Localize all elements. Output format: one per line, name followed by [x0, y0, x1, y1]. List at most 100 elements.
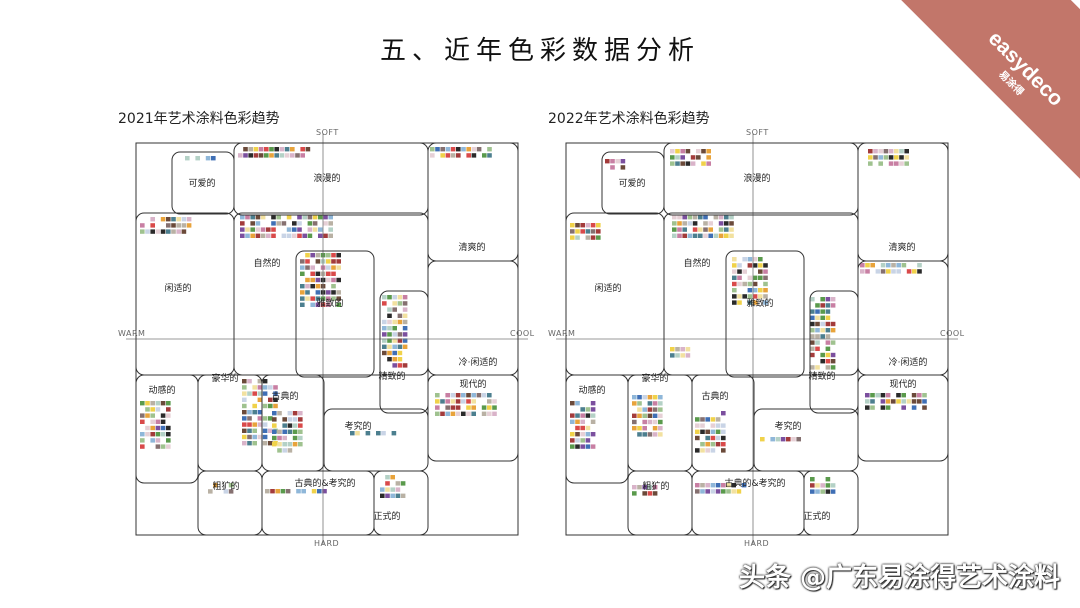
- color-swatch: [176, 217, 181, 222]
- color-swatch: [382, 301, 387, 306]
- color-swatch: [471, 147, 477, 152]
- color-swatch: [397, 319, 403, 325]
- color-swatch: [682, 215, 687, 220]
- color-swatch: [695, 448, 700, 453]
- color-swatch: [901, 399, 906, 404]
- color-swatch: [810, 309, 815, 314]
- color-swatch: [376, 431, 381, 436]
- color-swatch: [331, 284, 336, 289]
- color-swatch: [140, 223, 145, 228]
- color-swatch: [350, 431, 355, 436]
- color-swatch: [886, 263, 891, 268]
- region-label: 闲适的: [594, 282, 621, 294]
- color-swatch: [708, 227, 713, 232]
- color-swatch: [395, 481, 401, 486]
- color-swatch: [758, 294, 763, 299]
- color-swatch: [492, 411, 497, 416]
- color-swatch: [456, 153, 461, 158]
- color-swatch: [307, 221, 313, 226]
- color-swatch: [380, 487, 385, 492]
- region-label: 动感的: [578, 384, 605, 396]
- color-swatch: [397, 344, 403, 349]
- color-swatch: [387, 332, 392, 337]
- color-swatch: [150, 419, 155, 424]
- color-swatch: [282, 423, 287, 428]
- color-swatch: [435, 405, 440, 410]
- color-swatch: [208, 489, 213, 494]
- color-swatch: [830, 359, 836, 364]
- color-swatch: [672, 215, 677, 220]
- color-swatch: [310, 277, 315, 283]
- color-swatch: [912, 269, 917, 274]
- color-swatch: [713, 215, 719, 220]
- color-swatch: [140, 438, 145, 443]
- color-swatch: [257, 385, 263, 390]
- color-swatch: [271, 215, 276, 220]
- color-swatch: [590, 413, 596, 418]
- color-swatch: [305, 259, 310, 264]
- color-swatch: [690, 161, 696, 166]
- color-swatch: [830, 328, 836, 333]
- color-swatch: [274, 147, 279, 152]
- color-swatch: [906, 399, 912, 404]
- color-swatch: [870, 393, 875, 398]
- page-title: 五、近年色彩数据分析: [379, 36, 700, 66]
- color-swatch: [155, 444, 161, 449]
- color-swatch: [310, 284, 315, 289]
- color-swatch: [658, 401, 663, 406]
- color-swatch: [632, 419, 637, 425]
- color-swatch: [331, 296, 336, 301]
- color-swatch: [292, 411, 298, 416]
- color-swatch: [258, 153, 264, 158]
- color-swatch: [450, 147, 456, 152]
- color-swatch: [590, 444, 596, 449]
- color-swatch: [317, 489, 322, 494]
- region-label: 考究的: [774, 420, 801, 432]
- color-swatch: [580, 444, 585, 449]
- region-label: 清爽的: [888, 241, 915, 253]
- color-swatch: [585, 444, 591, 449]
- color-swatch: [729, 221, 734, 226]
- color-swatch: [242, 391, 247, 396]
- color-swatch: [445, 393, 450, 398]
- color-swatch: [150, 401, 155, 406]
- color-swatch: [445, 399, 450, 404]
- color-swatch: [155, 229, 161, 234]
- region-label: 现代的: [459, 378, 486, 390]
- color-swatch: [277, 442, 282, 447]
- color-swatch: [820, 309, 825, 314]
- color-swatch: [211, 156, 216, 161]
- color-swatch: [242, 379, 247, 384]
- color-swatch: [298, 435, 303, 441]
- color-swatch: [710, 483, 716, 488]
- color-swatch: [397, 338, 403, 343]
- color-swatch: [326, 302, 331, 307]
- color-swatch: [336, 277, 341, 283]
- color-swatch: [257, 397, 263, 402]
- color-swatch: [870, 263, 875, 268]
- color-swatch: [245, 215, 250, 220]
- region-label: 自然的: [253, 257, 280, 269]
- color-swatch: [830, 297, 836, 302]
- color-swatch: [752, 294, 758, 299]
- color-swatch: [585, 432, 591, 437]
- color-swatch: [670, 149, 675, 154]
- color-swatch: [658, 413, 663, 418]
- color-swatch: [570, 444, 575, 449]
- color-swatch: [718, 221, 724, 226]
- color-swatch: [171, 229, 176, 234]
- color-swatch: [705, 489, 710, 494]
- color-swatch: [652, 491, 658, 496]
- color-swatch: [695, 435, 700, 441]
- color-swatch: [687, 233, 693, 238]
- color-swatch: [240, 215, 245, 220]
- color-swatch: [570, 419, 575, 424]
- region-box: [373, 470, 429, 536]
- color-swatch: [272, 429, 277, 434]
- color-swatch: [737, 294, 742, 299]
- color-swatch: [331, 253, 336, 258]
- color-swatch: [390, 487, 395, 492]
- color-swatch: [894, 161, 899, 166]
- color-swatch: [385, 487, 390, 492]
- color-swatch: [705, 429, 710, 434]
